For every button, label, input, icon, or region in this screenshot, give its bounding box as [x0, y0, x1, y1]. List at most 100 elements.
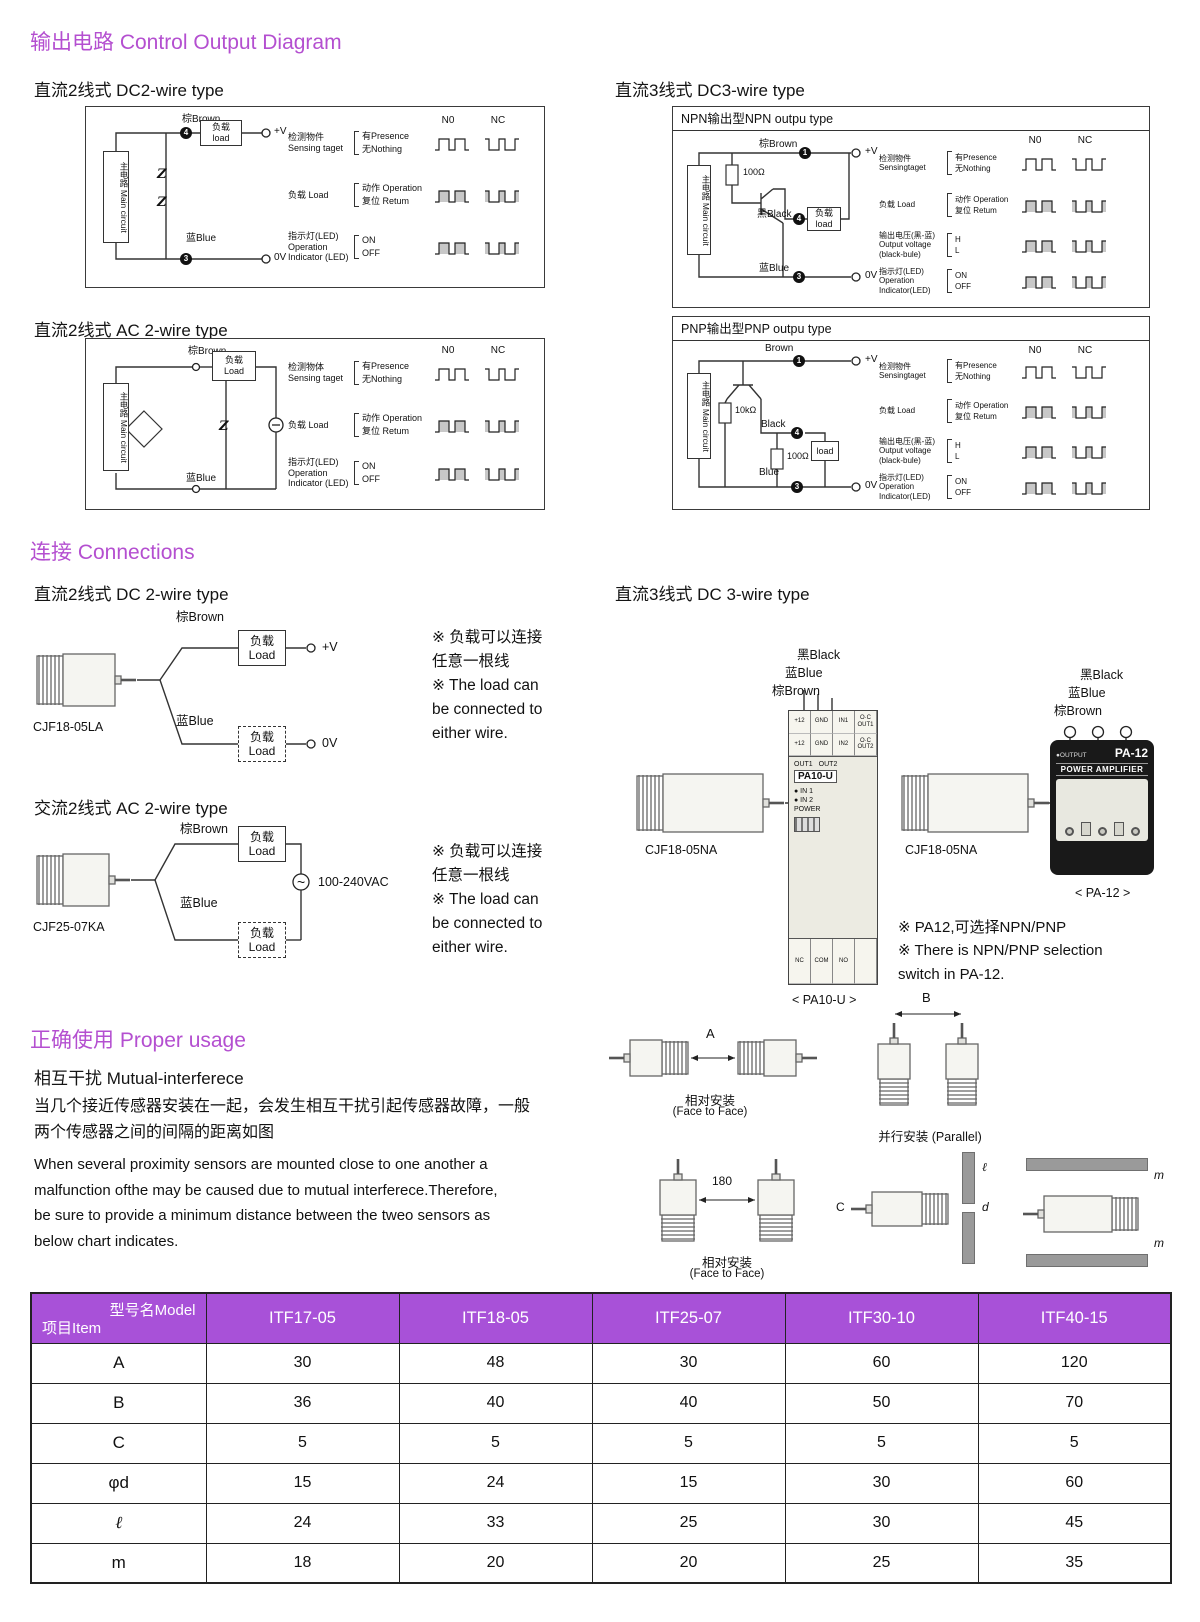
row-label: A [30, 1342, 207, 1384]
main-circuit-box: 主电路 Main circuit [103, 151, 129, 243]
mounting-plate [962, 1212, 975, 1264]
proximity-sensor-graphic [736, 1038, 818, 1083]
note-line: be connected to [432, 915, 543, 933]
cell: 45 [977, 1502, 1172, 1544]
dc2-heading: 直流2线式 DC2-wire type [34, 81, 224, 100]
load-label-cn: 负载 [249, 633, 274, 648]
timing-label: 输出电压(黑-蓝) Output voltage (black-bule) [879, 437, 935, 465]
terminal-1: 1 [799, 147, 811, 159]
dim-d-label: d [982, 1200, 989, 1214]
timing-label: 检测物件 Sensingtaget [879, 361, 926, 380]
cell: 25 [784, 1542, 979, 1584]
waveform-no-icon [434, 239, 472, 257]
timing-row: 负载 Load 动作 Operation 复位 Retum [879, 193, 1109, 217]
note-line: ※ PA12,可选择NPN/PNP [898, 919, 1067, 936]
timing-label: 指示灯(LED) Operation Indicator(LED) [879, 473, 931, 501]
cell: 5 [977, 1422, 1172, 1464]
state-low: L [955, 246, 960, 256]
cell: 24 [398, 1462, 593, 1504]
black-wire-label: Black [761, 419, 786, 430]
timing-label: 指示灯(LED) Operation Indicator (LED) [288, 231, 349, 263]
bracket-icon [354, 234, 359, 259]
power-amplifier-label: POWER AMPLIFIER [1056, 763, 1148, 776]
vac-label: 100-240VAC [318, 875, 389, 889]
proximity-sensor-graphic [35, 652, 137, 713]
state-high: ON [955, 270, 967, 280]
state-low: 无Nothing [362, 144, 403, 154]
timing-row: 负载 Load 动作 Operation 复位 Retum [879, 399, 1109, 423]
waveform-no-icon [1021, 197, 1059, 215]
dimension-arrow-icon [690, 1050, 736, 1068]
dimension-arrow-icon [894, 1006, 962, 1024]
load-label-cn: 负载 [249, 925, 274, 940]
cell: 20 [398, 1542, 593, 1584]
no-header: N0 [1028, 345, 1042, 356]
waveform-nc-icon [484, 239, 522, 257]
bracket-icon [354, 413, 359, 437]
parallel-caption: 并行安装 (Parallel) [878, 1130, 982, 1144]
zero-v-label: 0V [274, 252, 287, 263]
bracket-icon [354, 460, 359, 485]
note-line: either wire. [432, 725, 508, 743]
bracket-icon [947, 233, 952, 258]
table-row-b: B 36 40 40 50 70 [30, 1382, 1172, 1424]
no-header: N0 [441, 345, 455, 356]
bracket-icon [947, 193, 952, 217]
row-label: m [30, 1542, 207, 1584]
terminal-4: 4 [793, 213, 805, 225]
table-row-m: m 18 20 20 25 35 [30, 1542, 1172, 1584]
section-title-usage: 正确使用 Proper usage [30, 1029, 246, 1052]
bracket-icon [354, 183, 359, 207]
load-box: 负载 load [807, 207, 841, 231]
plus-v-label: +V [274, 126, 287, 137]
pa12-caption: < PA-12 > [1075, 886, 1131, 900]
timing-row: 指示灯(LED) Operation Indicator (LED) ON OF… [288, 231, 522, 263]
proximity-sensor-graphic [876, 1022, 912, 1112]
timing-row: 指示灯(LED) Operation Indicator(LED) ON OFF [879, 267, 1109, 295]
face-caption-cn: 相对安装 [701, 1256, 752, 1270]
terminal-label [855, 939, 877, 984]
pa12-header: ●OUTPUT PA-12 [1056, 746, 1148, 760]
state-high: 动作 Operation [955, 194, 1009, 204]
no-header: N0 [1028, 135, 1042, 146]
zener-symbol: Z [219, 419, 229, 434]
state-low: 无Nothing [362, 374, 403, 384]
bracket-icon [947, 151, 952, 175]
proximity-sensor-graphic [756, 1158, 796, 1248]
cell: 33 [398, 1502, 593, 1544]
timing-states: 有Presence 无Nothing [955, 361, 1021, 382]
model-label: CJF18-05NA [905, 843, 978, 857]
timing-row: 检测物件 Sensing taget 有Presence 无Nothing [288, 131, 522, 155]
table-row-phid: φd 15 24 15 30 60 [30, 1462, 1172, 1504]
timing-row: 指示灯(LED) Operation Indicator (LED) ON OF… [288, 457, 522, 489]
timing-states: 动作 Operation 复位 Retum [955, 401, 1021, 422]
ac2-circuit-box: 主电路 Main circuit Z 棕Brown 负载 Load 蓝Blue … [85, 338, 545, 510]
pnp-title: PNP输出型PNP outpu type [673, 317, 1149, 341]
connector-icon [1080, 822, 1091, 836]
col-header-itf25: ITF25-07 [591, 1292, 786, 1344]
terminal-4: 4 [791, 427, 803, 439]
brown-wire-label: 棕Brown [759, 139, 798, 150]
state-high: 动作 Operation [362, 413, 423, 424]
cell: 30 [591, 1342, 786, 1384]
state-low: 无Nothing [955, 372, 991, 381]
proximity-sensor-graphic [608, 1038, 690, 1083]
load-label-cn: 负载 [814, 208, 833, 219]
waveform-nc-icon [1071, 155, 1109, 173]
state-high: ON [362, 235, 376, 246]
load-box: 负载 load [200, 120, 242, 146]
col-header-itf30: ITF30-10 [784, 1292, 979, 1344]
waveform-no-icon [1021, 273, 1059, 291]
no-header: N0 [441, 115, 455, 126]
cell: 20 [591, 1542, 786, 1584]
table-row-l: ℓ 24 33 25 30 45 [30, 1502, 1172, 1544]
corner-item-label: 项目Item [42, 1319, 102, 1337]
load-box: 负载 Load [238, 826, 286, 862]
state-high: 动作 Operation [362, 183, 423, 194]
waveform-no-icon [434, 135, 472, 153]
timing-row: 负载 Load 动作 Operation 复位 Retum [288, 183, 522, 207]
terminal-label: NC [789, 939, 811, 984]
cell: 30 [205, 1342, 400, 1384]
load-box: load [811, 441, 839, 461]
pa12-name: PA-12 [1114, 746, 1148, 760]
